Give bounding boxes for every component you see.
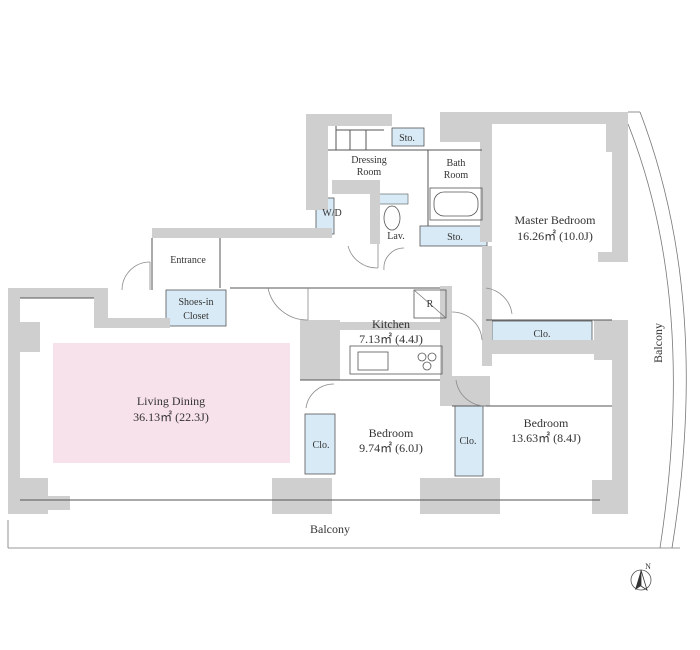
bath-room-line1: Bath: [447, 158, 466, 169]
bedroom-2-area: 13.63㎡ (8.4J): [511, 431, 581, 445]
door-swings: [121, 244, 513, 409]
bedroom-1-area: 9.74㎡ (6.0J): [359, 441, 423, 455]
living-dining-highlight: [53, 343, 290, 463]
master-bedroom-name: Master Bedroom: [515, 213, 597, 227]
dressing-room-line1: Dressing: [351, 155, 387, 166]
balcony-outline: [7, 111, 687, 549]
compass-icon: [630, 569, 652, 591]
bath-room-line2: Room: [444, 170, 469, 181]
closet-bedroom-1-label: Clo.: [313, 440, 330, 451]
lav-label: Lav.: [387, 231, 404, 242]
living-dining-name: Living Dining: [137, 394, 205, 408]
dressing-room-line2: Room: [357, 167, 382, 178]
closet-master-label: Clo.: [534, 329, 551, 340]
walls: [8, 112, 628, 514]
bath-tub: [429, 187, 483, 221]
shoes-closet-line1: Shoes-in: [179, 297, 214, 308]
closet-bedroom-2-label: Clo.: [460, 436, 477, 447]
kitchen-counter: [349, 289, 447, 375]
balcony-bottom-label: Balcony: [310, 522, 350, 536]
master-bedroom-area: 16.26㎡ (10.0J): [517, 229, 593, 243]
kitchen-name: Kitchen: [372, 317, 410, 331]
kitchen-area: 7.13㎡ (4.4J): [359, 332, 423, 346]
wd-label: W/D: [322, 208, 341, 219]
storage-top-label: Sto.: [399, 133, 415, 144]
compass-label: N: [645, 562, 651, 571]
living-dining-area: 36.13㎡ (22.3J): [133, 410, 209, 424]
lav-sink: [383, 205, 401, 231]
room-labels: Living Dining 36.13㎡ (22.3J) Kitchen 7.1…: [133, 133, 665, 571]
storage-mid-label: Sto.: [447, 232, 463, 243]
bedroom-1-name: Bedroom: [369, 426, 414, 440]
shoes-closet-line2: Closet: [183, 311, 209, 322]
partitions: [20, 126, 612, 501]
balcony-right-label: Balcony: [651, 323, 665, 363]
bedroom-2-name: Bedroom: [524, 416, 569, 430]
entrance-label: Entrance: [170, 255, 206, 266]
fridge-label: R: [427, 299, 434, 310]
